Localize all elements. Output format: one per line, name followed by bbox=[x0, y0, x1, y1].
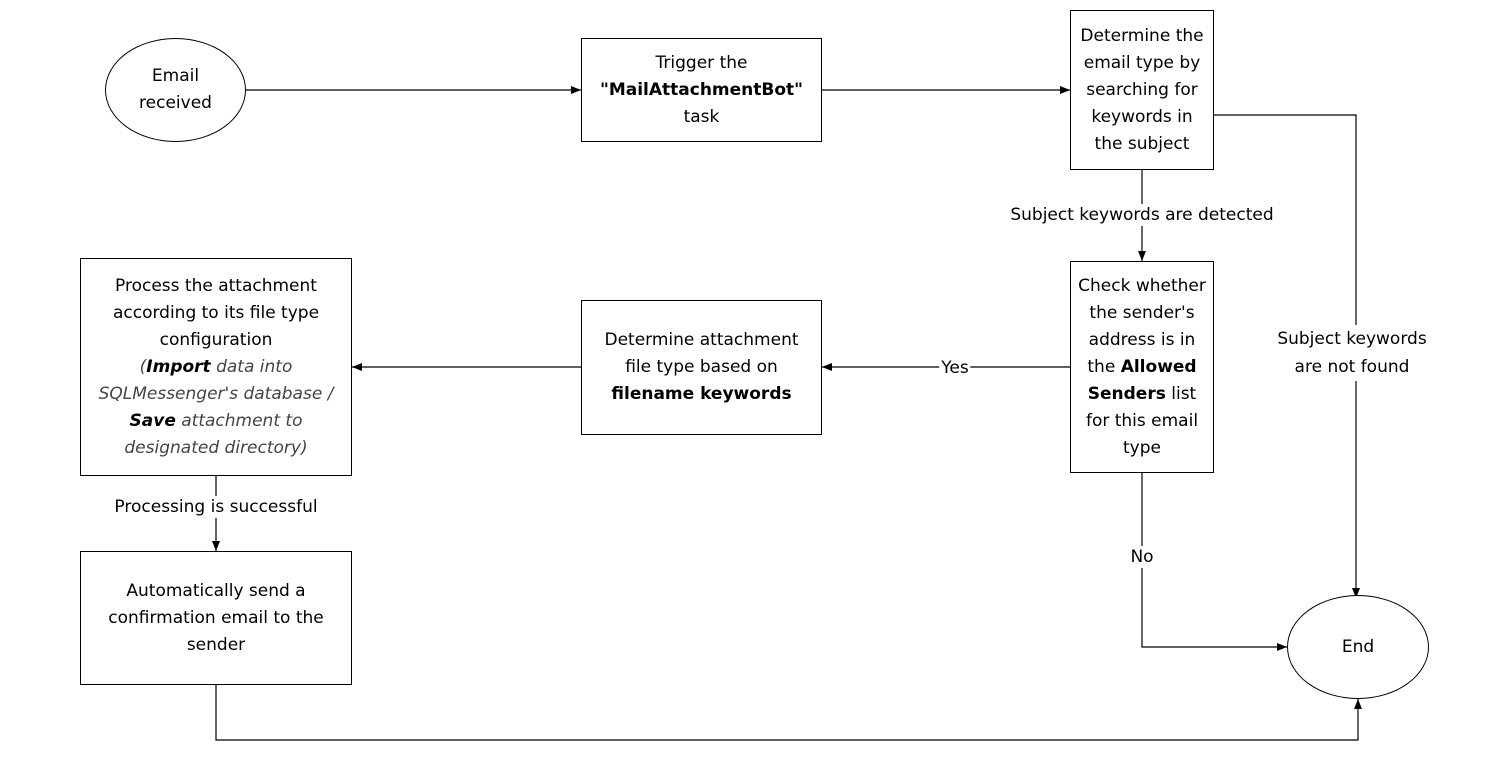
node-text: sender bbox=[186, 634, 246, 655]
label-keywords-detected: Subject keywords are detected bbox=[1008, 204, 1276, 226]
node-text: received bbox=[139, 93, 212, 113]
node-determine-email-type: Determine the email type by searching fo… bbox=[1070, 10, 1214, 170]
node-text: Senders list bbox=[1088, 381, 1196, 408]
quote-close: " bbox=[794, 79, 804, 100]
edge-check-sender-to-end bbox=[1141, 473, 1287, 651]
node-text: Determine the bbox=[1080, 25, 1204, 46]
node-text: email type by bbox=[1083, 52, 1201, 73]
node-text: SQLMessenger's database / bbox=[98, 383, 334, 404]
node-text: the Allowed bbox=[1087, 354, 1196, 381]
text-paren: ( bbox=[139, 356, 147, 377]
node-text: Determine attachment bbox=[604, 330, 799, 350]
node-text: confirmation email to the bbox=[108, 607, 324, 628]
text-suffix: list bbox=[1165, 383, 1197, 404]
node-determine-attachment-type: Determine attachment file type based on … bbox=[581, 300, 822, 435]
node-process-attachment: Process the attachment according to its … bbox=[80, 258, 352, 476]
node-text: file type based on bbox=[625, 357, 778, 377]
node-send-confirmation: Automatically send a confirmation email … bbox=[80, 551, 352, 685]
node-text: (Import data into bbox=[140, 354, 293, 381]
node-end: End bbox=[1287, 595, 1429, 699]
quote-open: " bbox=[599, 79, 609, 100]
label-line: Subject keywords bbox=[1277, 329, 1427, 349]
node-text: filename keywords bbox=[611, 381, 791, 408]
node-text: address is in bbox=[1088, 329, 1196, 350]
edge-send-confirmation-to-end bbox=[215, 685, 1362, 741]
text-import: Import bbox=[146, 356, 211, 377]
node-text: Save attachment to bbox=[130, 408, 303, 435]
node-text: Check whether bbox=[1078, 275, 1206, 296]
node-text: type bbox=[1123, 437, 1161, 458]
node-text: the subject bbox=[1094, 133, 1190, 154]
node-text: Trigger the bbox=[655, 52, 748, 73]
label-no: No bbox=[1128, 546, 1156, 568]
text-allowed: Allowed bbox=[1120, 356, 1197, 377]
node-text: Automatically send a bbox=[126, 580, 306, 601]
text-filename-keywords: filename keywords bbox=[611, 384, 792, 404]
text-rest: attachment to bbox=[175, 410, 303, 431]
node-text: Email bbox=[151, 66, 200, 86]
node-text: Process the attachment bbox=[115, 275, 317, 296]
label-yes: Yes bbox=[939, 357, 971, 379]
text-prefix: the bbox=[1087, 356, 1121, 377]
node-text: according to its file type bbox=[112, 302, 320, 323]
node-text: designated directory) bbox=[124, 437, 308, 458]
node-text: the sender's bbox=[1089, 302, 1195, 323]
text-senders: Senders bbox=[1087, 383, 1166, 404]
node-text: searching for bbox=[1086, 79, 1198, 100]
node-text: End bbox=[1341, 636, 1375, 657]
bot-name: MailAttachmentBot bbox=[608, 79, 795, 100]
node-check-allowed-senders: Check whether the sender's address is in… bbox=[1070, 261, 1214, 473]
node-text: configuration bbox=[159, 329, 273, 350]
edge-determine-type-to-end bbox=[1214, 114, 1360, 598]
text-rest: data into bbox=[210, 356, 293, 377]
label-processing-success: Processing is successful bbox=[112, 496, 320, 518]
label-keywords-not-found: Subject keywords are not found bbox=[1275, 325, 1429, 381]
node-email-received: Email received bbox=[105, 38, 246, 142]
text-save: Save bbox=[129, 410, 176, 431]
node-text-bot-name: "MailAttachmentBot" bbox=[600, 77, 803, 104]
node-text: task bbox=[683, 106, 720, 127]
node-trigger-task: Trigger the "MailAttachmentBot" task bbox=[581, 38, 822, 142]
node-text: keywords in bbox=[1091, 106, 1193, 127]
label-line: are not found bbox=[1294, 357, 1410, 377]
node-text: for this email bbox=[1085, 410, 1199, 431]
